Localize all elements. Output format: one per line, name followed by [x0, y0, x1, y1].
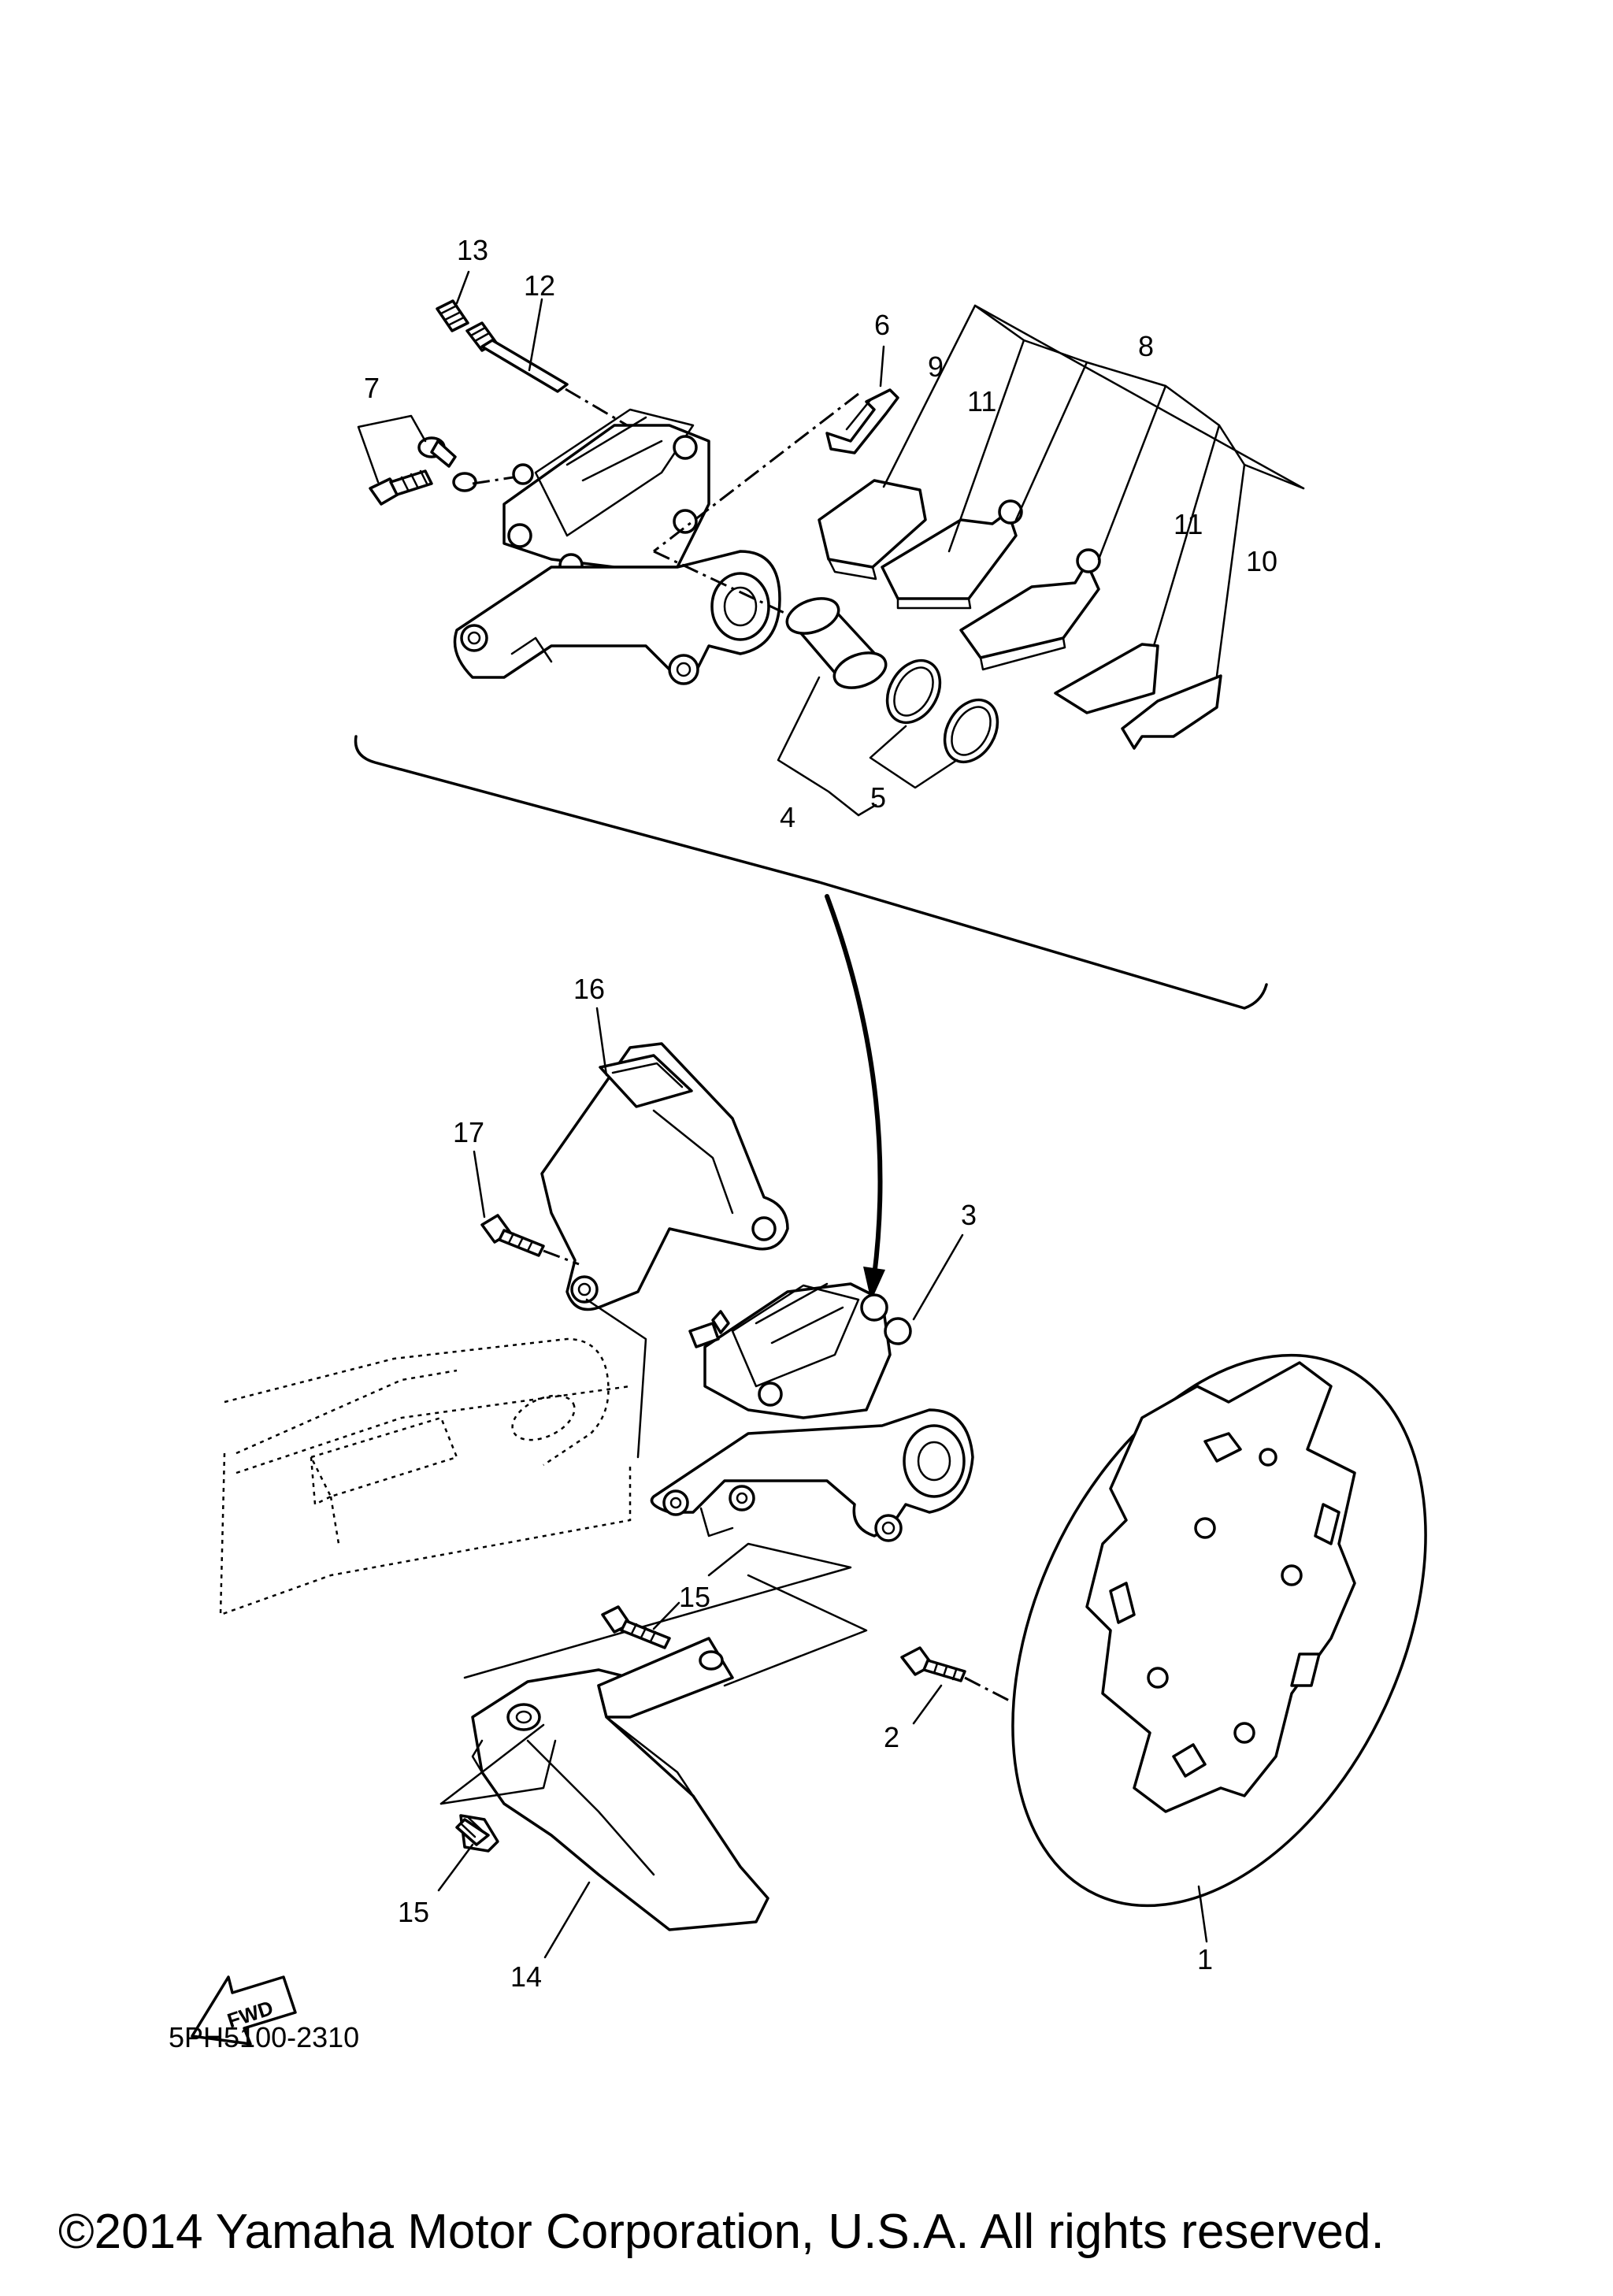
part-14-disc-guard — [471, 1637, 769, 1931]
part-15-bolt-lower — [455, 1814, 499, 1853]
callout-16: 16 — [573, 973, 605, 1005]
callout-15-lower: 15 — [398, 1896, 429, 1928]
leader-15-lower — [437, 1843, 474, 1892]
callout-7: 7 — [364, 372, 380, 404]
part-3-caliper-assembly — [650, 1282, 974, 1542]
part-16-caliper-guard — [540, 1042, 789, 1311]
leader-16 — [595, 1007, 608, 1077]
diagram-code: 5PH5100-2310 — [169, 2021, 360, 2053]
leader-1 — [1197, 1885, 1208, 1943]
leader-13 — [455, 270, 470, 305]
part-9-brake-pad — [818, 479, 927, 580]
callout-8: 8 — [1138, 330, 1154, 362]
detail-arrowhead — [863, 1267, 885, 1301]
part-13-bleed-cap — [436, 299, 469, 332]
leader-5 — [869, 725, 959, 789]
part-5-piston-seal — [885, 658, 999, 764]
callout-13: 13 — [457, 234, 488, 266]
part-12-pad-pin — [465, 321, 569, 393]
leader-12 — [528, 298, 543, 372]
leader-14 — [543, 1881, 591, 1959]
callout-17: 17 — [453, 1116, 484, 1148]
part-10-pad-plate — [1121, 674, 1222, 750]
detail-arrow-line — [825, 894, 883, 1278]
part-11-pad-shim-outer — [1054, 643, 1159, 714]
detail-bracket — [354, 735, 1268, 1010]
group-bracket-8-9-11 — [882, 304, 1305, 677]
swingarm-phantom — [219, 1337, 632, 1616]
leader-7 — [357, 414, 427, 484]
callout-5: 5 — [870, 781, 886, 814]
callout-12: 12 — [524, 269, 555, 302]
callout-1: 1 — [1197, 1943, 1213, 1975]
callout-10: 10 — [1246, 545, 1277, 577]
callout-4: 4 — [780, 801, 795, 833]
leader-15-upper — [652, 1601, 680, 1630]
part-7-bleed-screw-set — [369, 436, 477, 506]
leader-3 — [912, 1233, 964, 1321]
part-6-pad-spring — [825, 388, 899, 454]
leader-17 — [473, 1150, 486, 1218]
callout-11-lower: 11 — [1174, 508, 1203, 540]
callout-2: 2 — [884, 1721, 899, 1753]
leader-4 — [777, 676, 860, 817]
callout-15-upper: 15 — [679, 1581, 710, 1613]
callout-9: 9 — [928, 351, 944, 383]
part-15-bolt-upper — [601, 1605, 671, 1649]
callout-14: 14 — [510, 1960, 542, 1993]
caliper-body-detail — [453, 408, 781, 685]
callout-11-upper: 11 — [967, 385, 996, 417]
callout-3: 3 — [961, 1199, 977, 1231]
callout-6: 6 — [874, 309, 890, 341]
copyright-notice: ©2014 Yamaha Motor Corporation, U.S.A. A… — [58, 2205, 1385, 2259]
leader-6 — [879, 345, 885, 388]
part-8-brake-pad — [959, 548, 1101, 671]
part-17-bolt — [480, 1214, 545, 1257]
part-2-disc-bolt — [900, 1646, 966, 1682]
leader-2 — [912, 1684, 943, 1725]
part-4-piston — [785, 597, 888, 689]
part-11-pad-shim-inner — [881, 499, 1023, 610]
part-1-brake-disc — [1011, 1353, 1427, 1908]
